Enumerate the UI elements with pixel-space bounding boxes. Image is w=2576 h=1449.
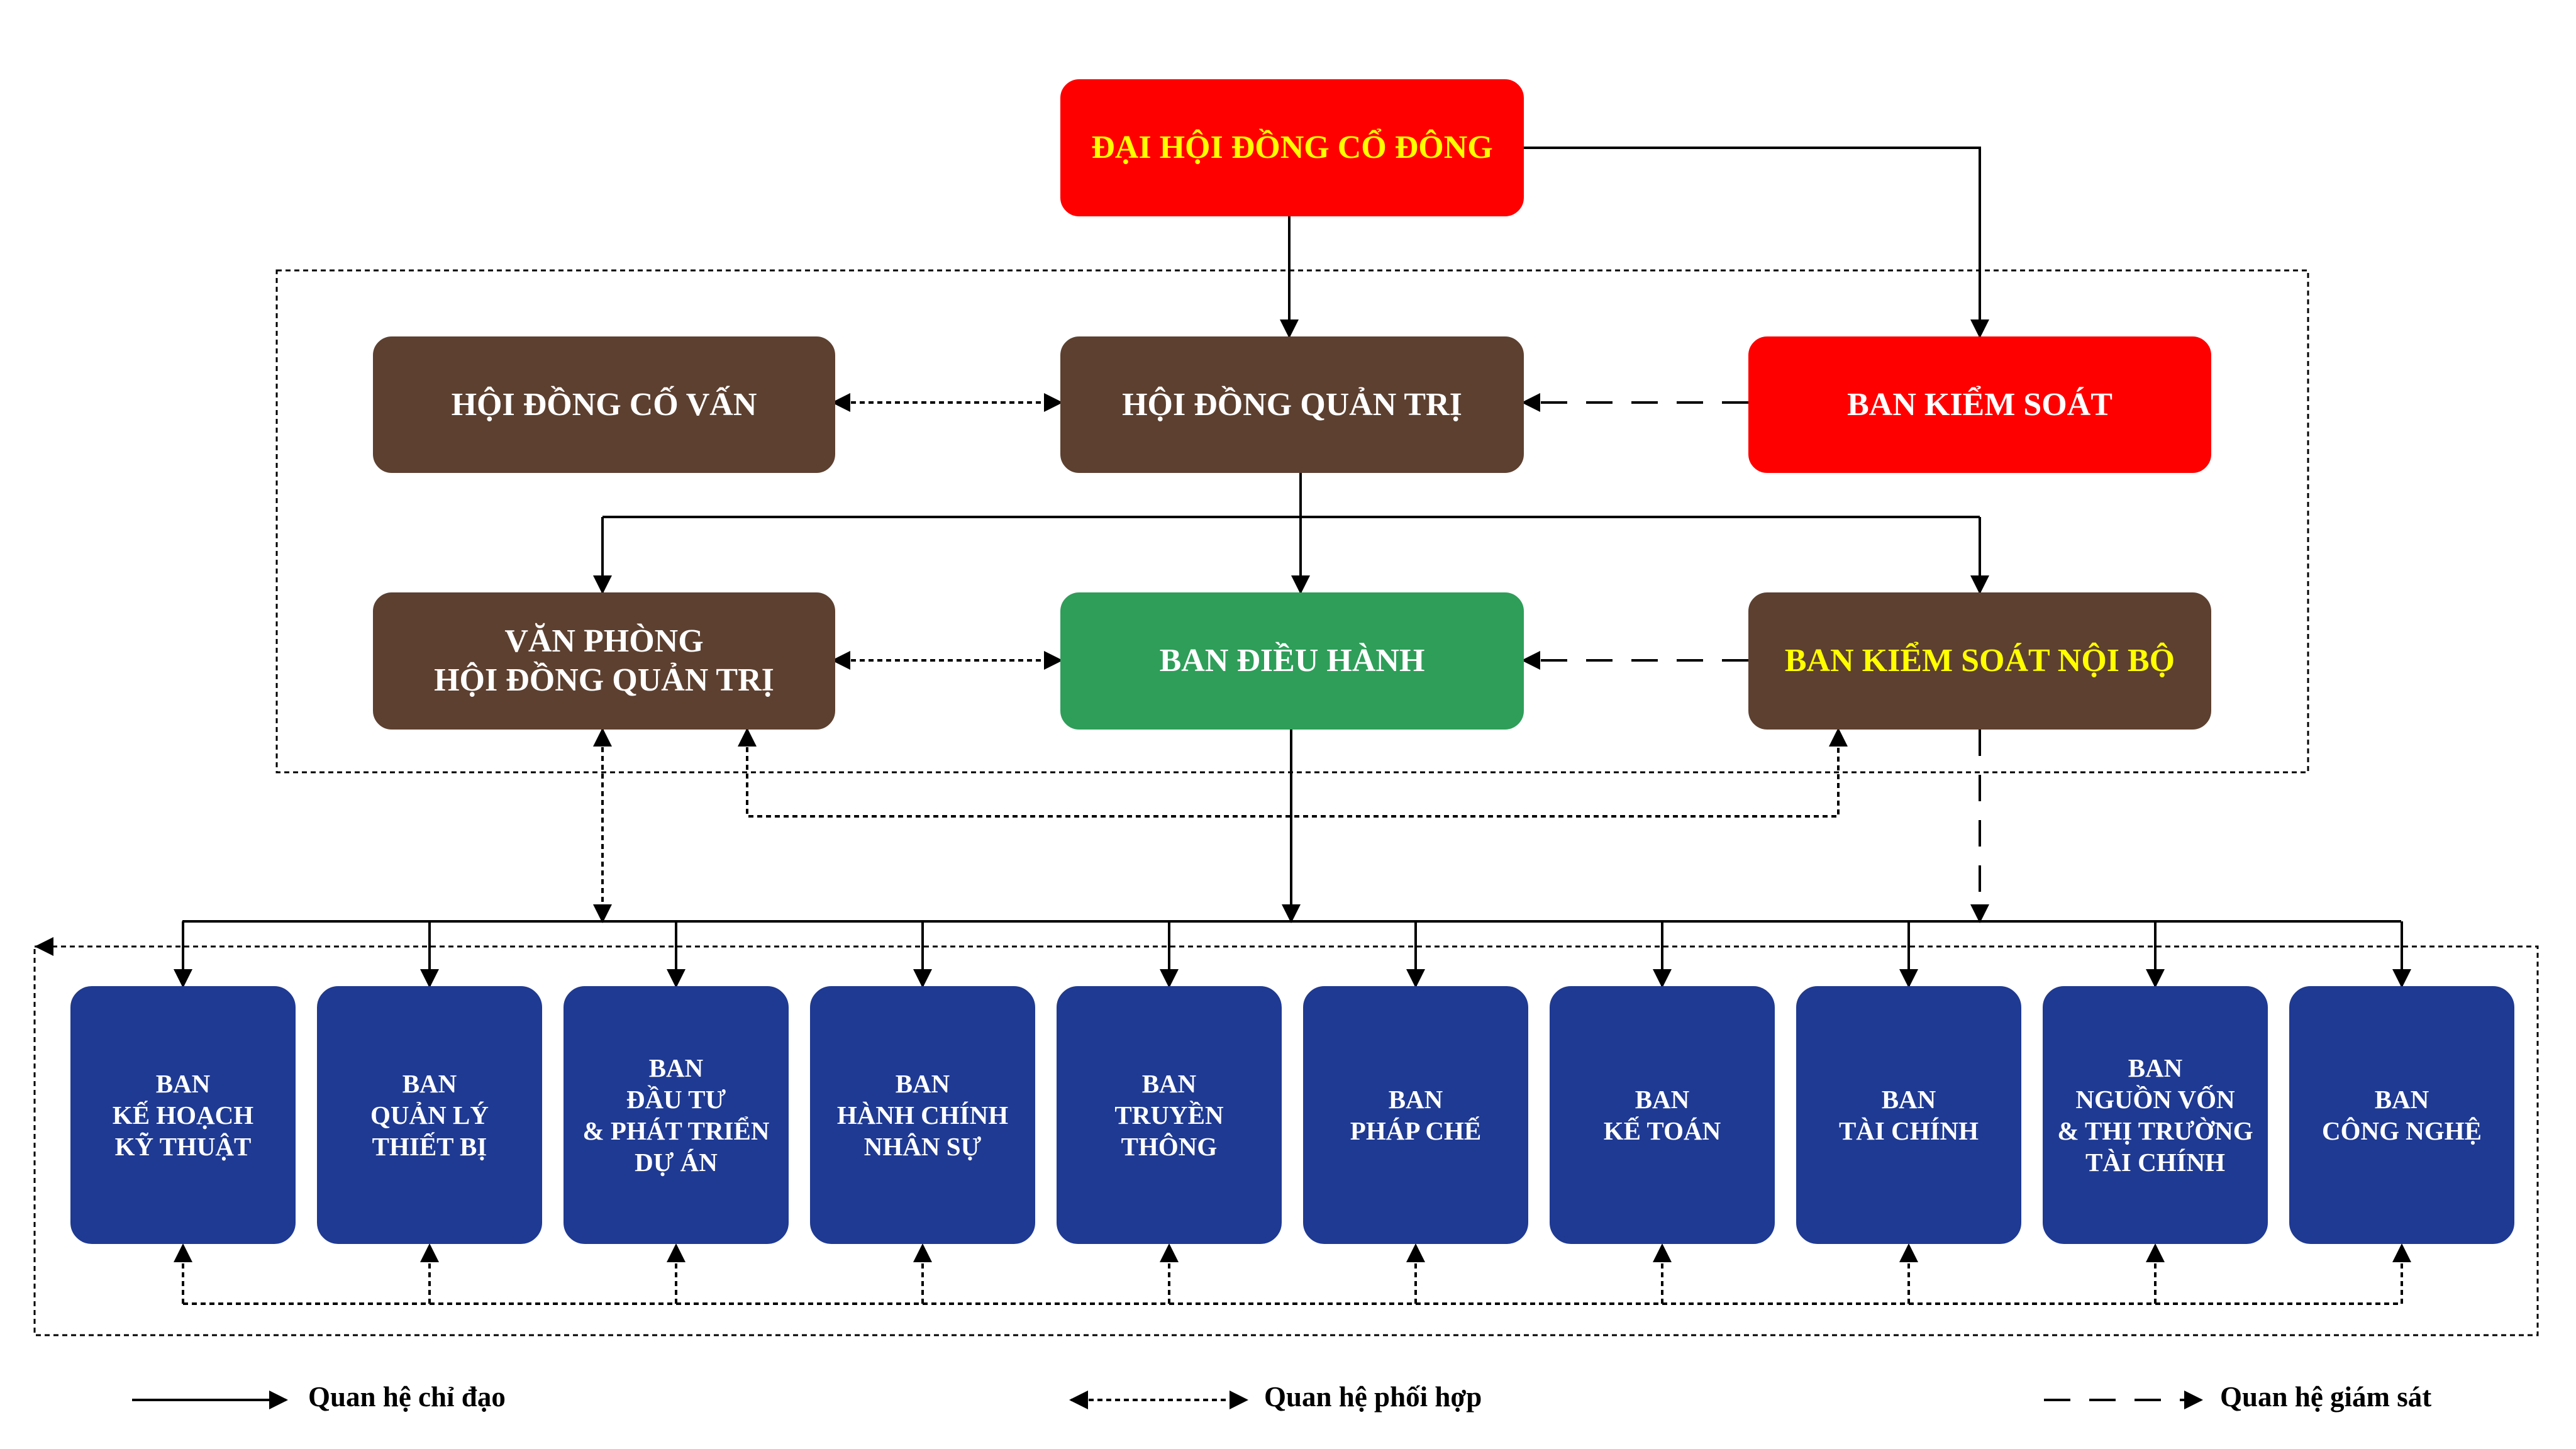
department-label: BAN TRUYỀN THÔNG bbox=[1114, 1069, 1224, 1161]
box-dai-hoi-dong-co-dong: ĐẠI HỘI ĐỒNG CỔ ĐÔNG bbox=[1060, 79, 1524, 216]
box-label: BAN ĐIỀU HÀNH bbox=[1159, 643, 1425, 679]
legend-coordination-label: Quan hệ phối hợp bbox=[1264, 1381, 1482, 1413]
box-hoi-dong-co-van: HỘI ĐỒNG CỐ VẤN bbox=[373, 336, 835, 473]
box-label: ĐẠI HỘI ĐỒNG CỔ ĐÔNG bbox=[1091, 130, 1493, 165]
box-label: HỘI ĐỒNG CỐ VẤN bbox=[451, 386, 757, 423]
department-label: BAN HÀNH CHÍNH NHÂN SỰ bbox=[836, 1069, 1009, 1161]
lower-dotted-frame bbox=[33, 945, 2539, 1336]
department-label: BAN QUẢN LÝ THIẾT BỊ bbox=[370, 1069, 489, 1161]
box-label: BAN KIỂM SOÁT bbox=[1847, 386, 2112, 423]
box-ban-dieu-hanh: BAN ĐIỀU HÀNH bbox=[1060, 592, 1524, 730]
department-label: BAN KẾ TOÁN bbox=[1603, 1085, 1721, 1145]
department-box: BAN CÔNG NGHỆ bbox=[2289, 986, 2514, 1244]
box-ban-kiem-soat: BAN KIỂM SOÁT bbox=[1748, 336, 2211, 473]
box-ban-kiem-soat-noi-bo: BAN KIỂM SOÁT NỘI BỘ bbox=[1748, 592, 2211, 730]
box-hoi-dong-quan-tri: HỘI ĐỒNG QUẢN TRỊ bbox=[1060, 336, 1524, 473]
department-box: BAN PHÁP CHẾ bbox=[1303, 986, 1528, 1244]
department-box: BAN QUẢN LÝ THIẾT BỊ bbox=[317, 986, 542, 1244]
box-van-phong-hdqt: VĂN PHÒNG HỘI ĐỒNG QUẢN TRỊ bbox=[373, 592, 835, 730]
department-label: BAN ĐẦU TƯ & PHÁT TRIỂN DỰ ÁN bbox=[582, 1053, 770, 1177]
department-label: BAN NGUỒN VỐN & THỊ TRƯỜNG TÀI CHÍNH bbox=[2057, 1053, 2253, 1177]
box-label: BAN KIỂM SOÁT NỘI BỘ bbox=[1784, 643, 2175, 679]
box-label: HỘI ĐỒNG QUẢN TRỊ bbox=[1122, 386, 1462, 423]
department-box: BAN ĐẦU TƯ & PHÁT TRIỂN DỰ ÁN bbox=[564, 986, 789, 1244]
department-box: BAN NGUỒN VỐN & THỊ TRƯỜNG TÀI CHÍNH bbox=[2043, 986, 2268, 1244]
line-dhcd-bks bbox=[1521, 147, 1989, 338]
department-box: BAN HÀNH CHÍNH NHÂN SỰ bbox=[810, 986, 1035, 1244]
department-box: BAN TRUYỀN THÔNG bbox=[1057, 986, 1282, 1244]
legend-directive-label: Quan hệ chỉ đạo bbox=[308, 1381, 506, 1413]
department-label: BAN CÔNG NGHỆ bbox=[2322, 1085, 2482, 1145]
department-box: BAN KẾ TOÁN bbox=[1550, 986, 1775, 1244]
department-label: BAN KẾ HOẠCH KỸ THUẬT bbox=[112, 1069, 254, 1161]
legend-supervision-label: Quan hệ giám sát bbox=[2220, 1381, 2432, 1413]
department-box: BAN TÀI CHÍNH bbox=[1796, 986, 2021, 1244]
department-label: BAN PHÁP CHẾ bbox=[1350, 1085, 1482, 1145]
department-label: BAN TÀI CHÍNH bbox=[1838, 1085, 1979, 1145]
department-box: BAN KẾ HOẠCH KỸ THUẬT bbox=[70, 986, 296, 1244]
box-label: VĂN PHÒNG HỘI ĐỒNG QUẢN TRỊ bbox=[434, 623, 774, 698]
